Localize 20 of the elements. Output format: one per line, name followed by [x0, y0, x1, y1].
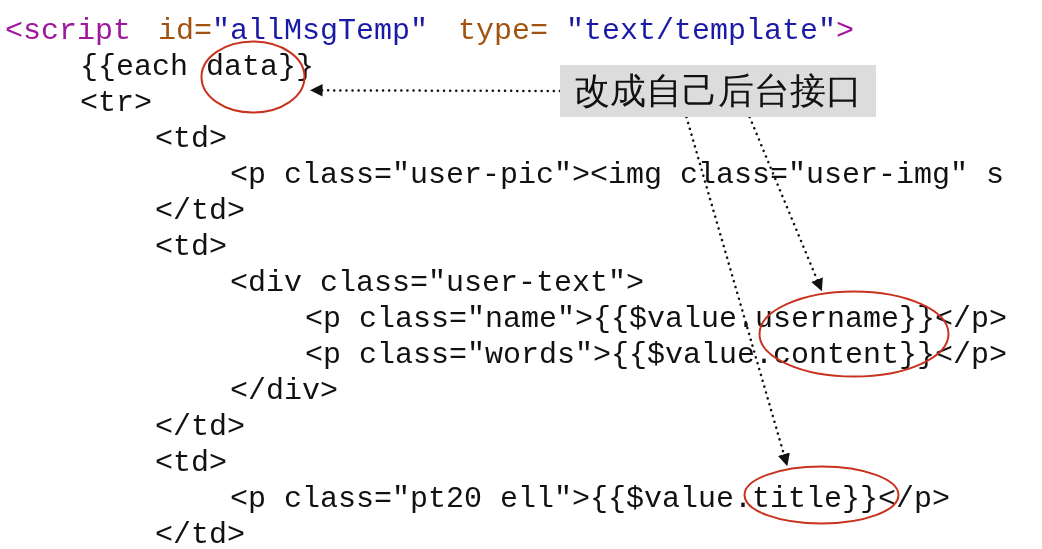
code-text: id=: [158, 17, 212, 45]
code-text: </td>: [155, 521, 245, 549]
code-text: </div>: [230, 377, 339, 405]
callout-note: 改成自己后台接口: [560, 65, 876, 117]
dotted-arrow: [685, 115, 790, 467]
code-text: </td>: [155, 413, 245, 441]
dotted-arrow: [748, 115, 823, 292]
code-text: <p class="user-pic"><img class="user-img" s: [230, 161, 1005, 189]
code-text: <td>: [155, 233, 227, 261]
code-text: <td>: [155, 449, 227, 477]
code-text: type=: [458, 17, 548, 45]
code-text: <script: [5, 17, 132, 45]
code-text: <td>: [155, 125, 227, 153]
dotted-arrow: [310, 84, 562, 97]
code-text: <div class="user-text">: [230, 269, 645, 297]
code-text: <tr>: [80, 89, 152, 117]
code-text: >: [836, 17, 854, 45]
code-text: "allMsgTemp": [212, 17, 429, 45]
code-text: </td>: [155, 197, 245, 225]
code-text: "text/template": [566, 17, 837, 45]
